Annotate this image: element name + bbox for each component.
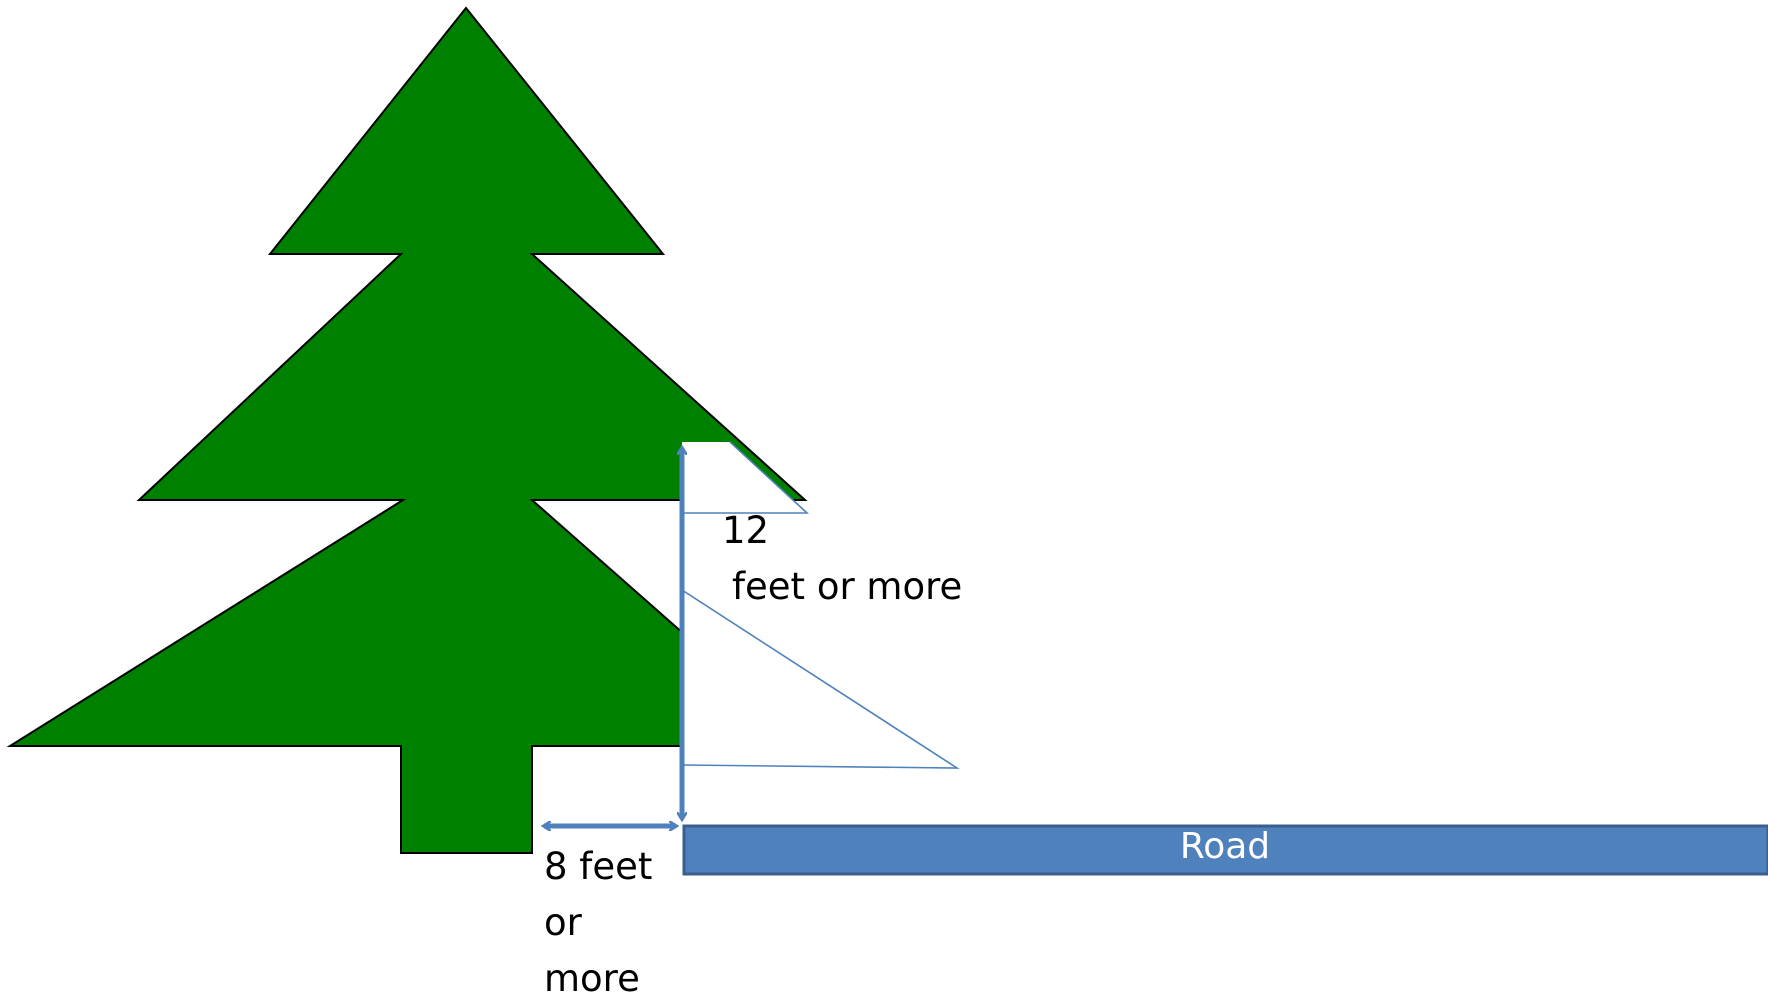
- road-bar: [682, 824, 1768, 876]
- road-label: Road: [1179, 826, 1271, 867]
- horizontal-clearance-line-3: more: [544, 957, 640, 1000]
- cleared-branch-zone: [682, 442, 807, 513]
- horizontal-clearance-line-2: or: [544, 901, 582, 944]
- tree-shape: [6, 6, 814, 854]
- trim-lines: [681, 441, 960, 769]
- horizontal-clearance-line-1: 8 feet: [544, 845, 653, 888]
- vertical-clearance-text: feet or more: [732, 565, 963, 608]
- vertical-clearance-number: 12: [722, 509, 770, 552]
